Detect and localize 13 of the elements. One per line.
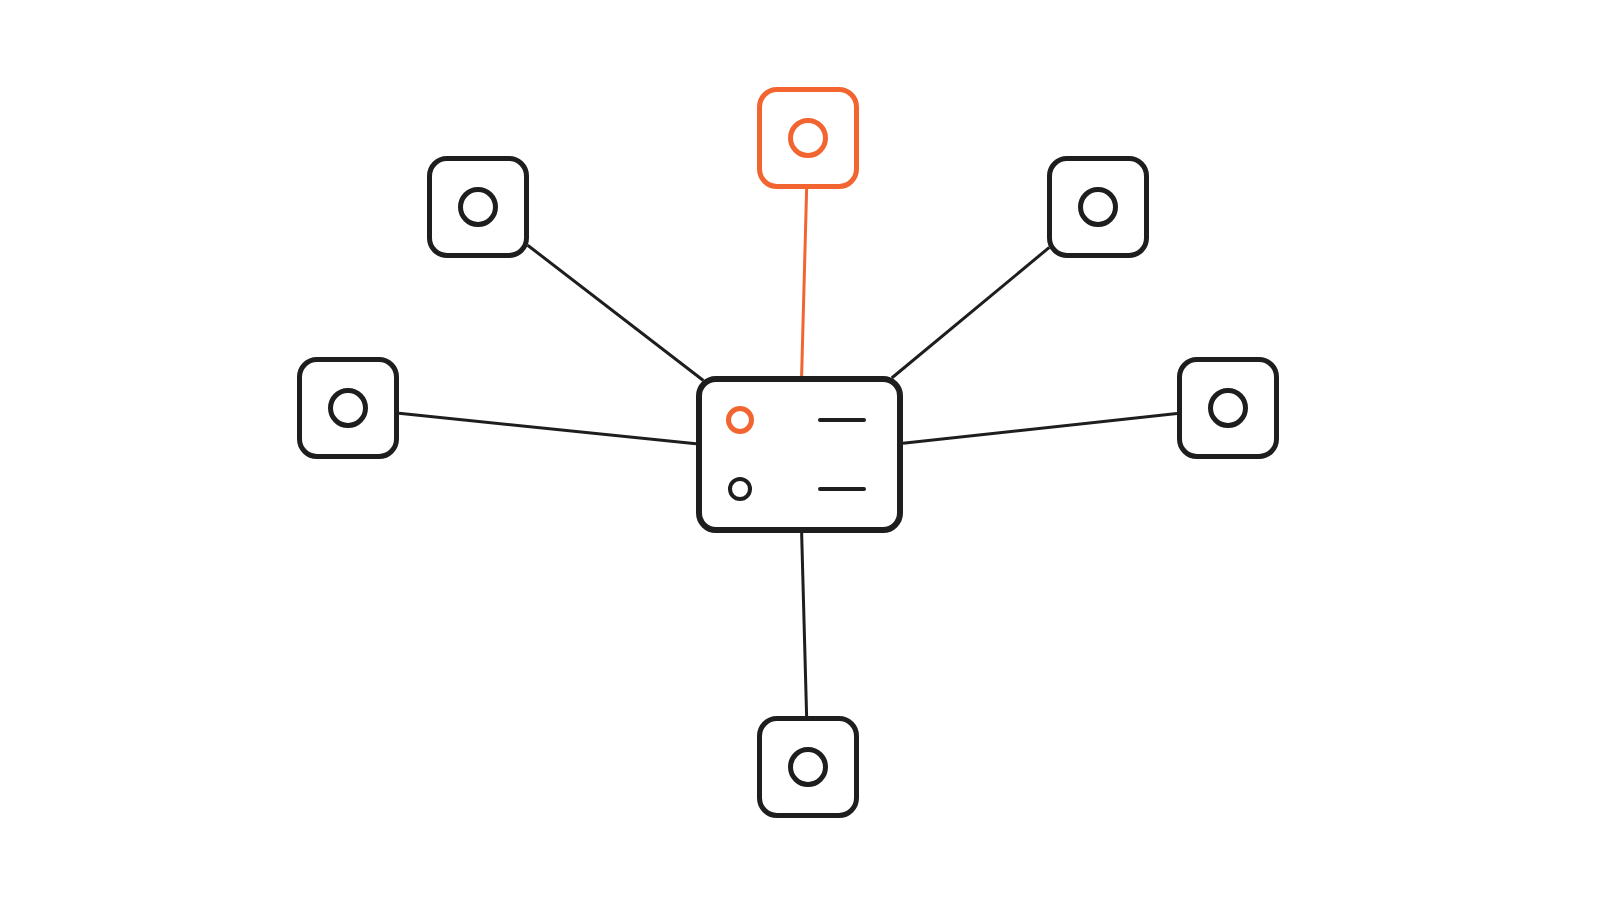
- device-box: [427, 156, 529, 258]
- device-box: [297, 357, 399, 459]
- connector-line: [526, 244, 705, 382]
- device-box: [757, 87, 859, 189]
- connector-line: [800, 532, 809, 717]
- connector-line: [800, 188, 809, 377]
- device-box: [1177, 357, 1279, 459]
- connector-line: [902, 412, 1178, 445]
- connector-line: [398, 411, 697, 446]
- connector-line: [890, 246, 1051, 380]
- device-box: [757, 716, 859, 818]
- hub-box: [696, 376, 903, 533]
- device-box: [1047, 156, 1149, 258]
